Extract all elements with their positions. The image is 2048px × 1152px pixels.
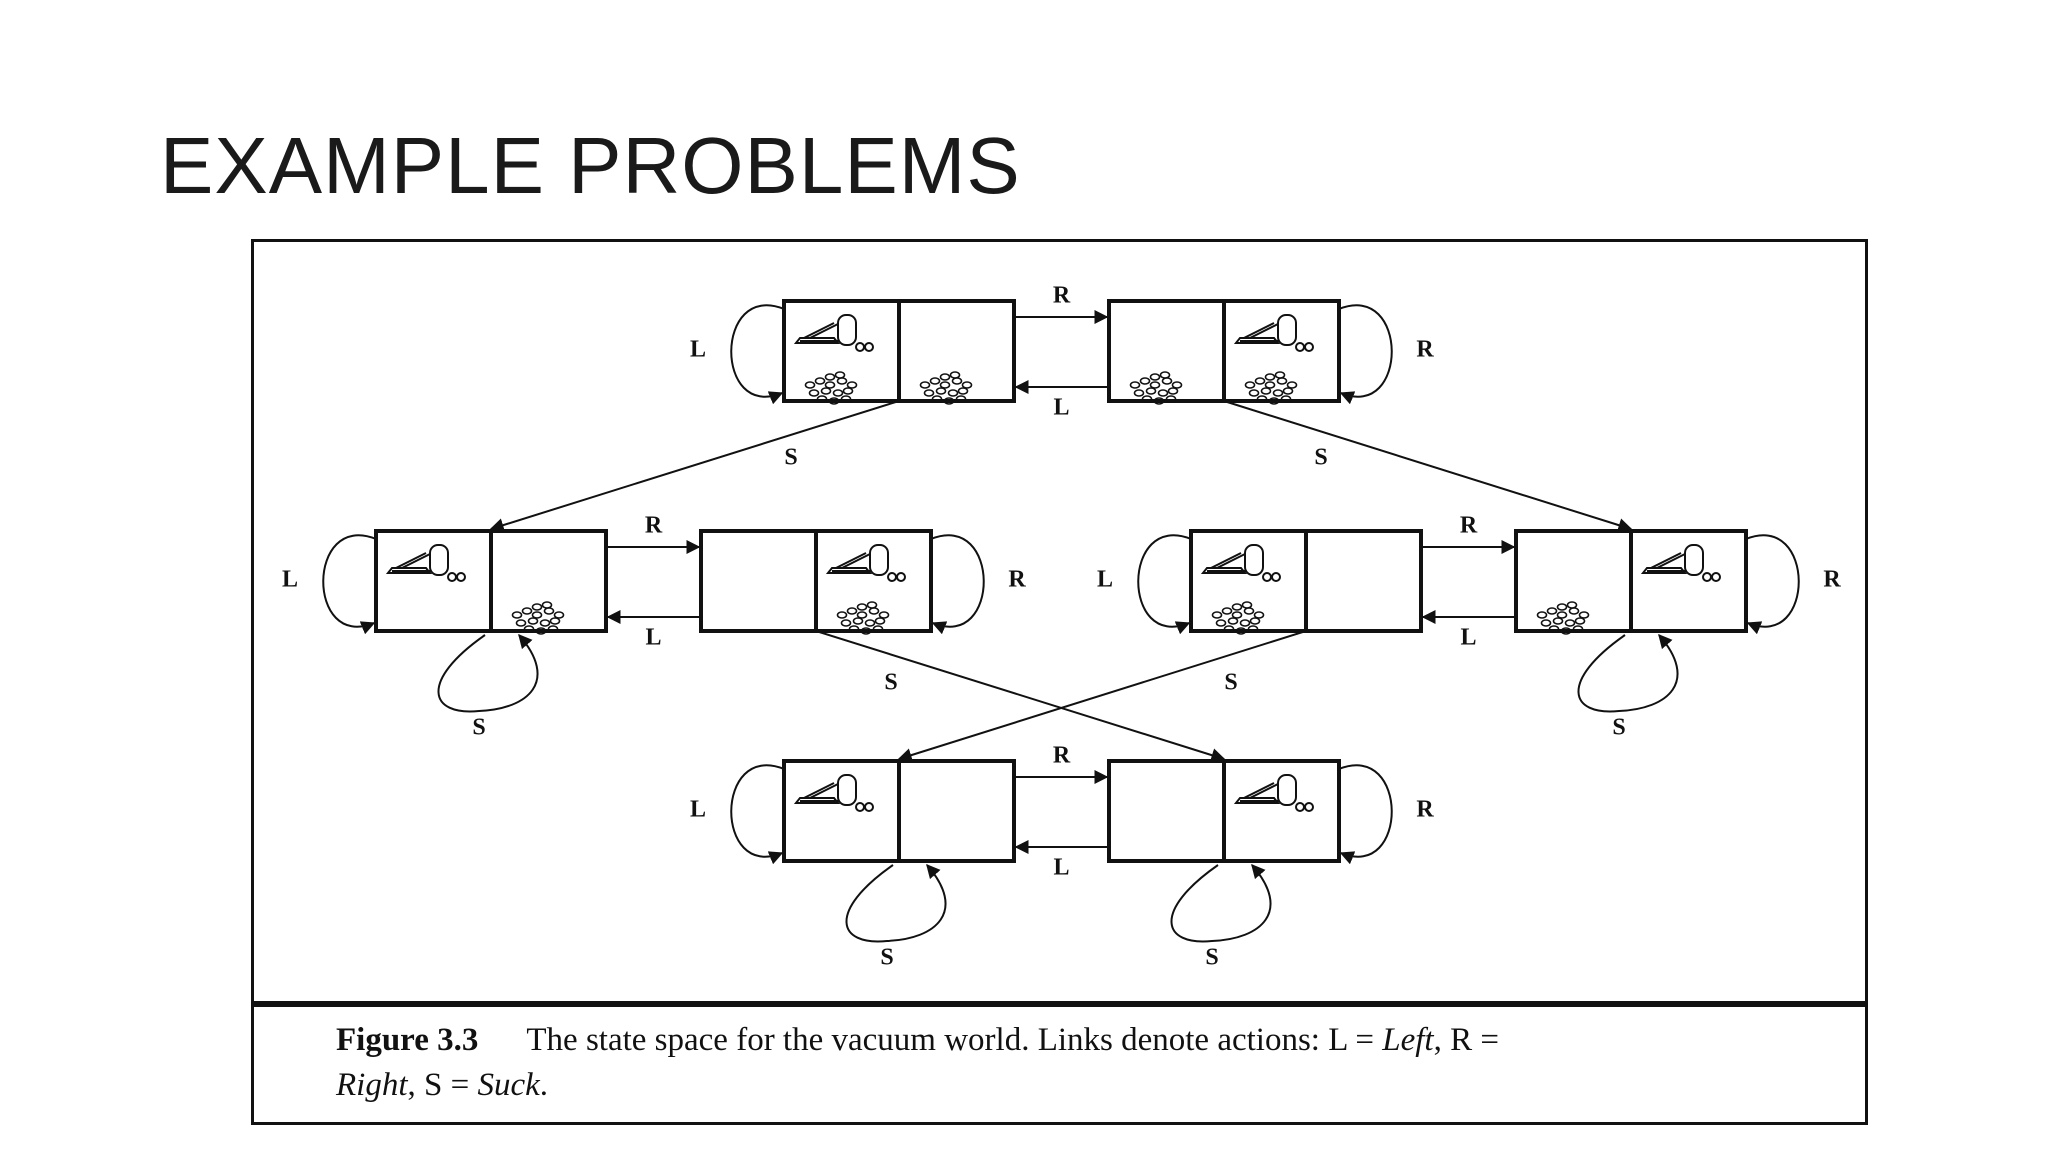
- caption-text-4: .: [539, 1067, 549, 1103]
- dirt-icon: [804, 371, 858, 405]
- edge-label: R: [1823, 567, 1841, 593]
- state-node: [699, 529, 933, 635]
- state-room-right: [1304, 529, 1423, 633]
- transition-loop: [1338, 304, 1393, 405]
- transition-loop: [1170, 863, 1272, 943]
- edge-label: S: [1612, 715, 1625, 741]
- transition-arrow: [897, 630, 1307, 762]
- edge-label: L: [1460, 625, 1476, 651]
- dirt-icon: [1244, 371, 1298, 405]
- dirt-icon: [1211, 601, 1265, 635]
- edge-label: L: [282, 567, 298, 593]
- state-nodes: [374, 299, 1748, 863]
- state-node: [782, 759, 1016, 863]
- caption-figure-number: Figure 3.3: [336, 1022, 479, 1058]
- edge-label: R: [1008, 567, 1026, 593]
- edge-label: S: [1205, 945, 1218, 971]
- dirt-icon: [919, 371, 973, 405]
- transition-loop: [730, 304, 785, 405]
- vacuum-icon: [1233, 774, 1314, 812]
- transition-arrow: [815, 630, 1226, 762]
- edge-label: L: [690, 337, 706, 363]
- dirt-icon: [836, 601, 890, 635]
- edge-label: S: [1314, 445, 1327, 471]
- transition-loop: [1137, 534, 1192, 635]
- edge-label: R: [1460, 513, 1478, 539]
- edge-label: L: [645, 625, 661, 651]
- figure-border: [251, 239, 1868, 1125]
- state-room-right: [1222, 299, 1341, 403]
- transition-arrow: [1223, 400, 1633, 532]
- vacuum-icon: [1233, 314, 1314, 352]
- transition-loop: [1745, 534, 1800, 635]
- state-room-right: [489, 529, 608, 633]
- transition-loop: [1338, 764, 1393, 865]
- caption-text-3: , S =: [407, 1067, 478, 1103]
- caption-text-1: The state space for the vacuum world. Li…: [526, 1022, 1383, 1058]
- state-node: [1107, 759, 1341, 863]
- vacuum-icon: [1640, 544, 1721, 582]
- edge-label: R: [645, 513, 663, 539]
- vacuum-icon: [1200, 544, 1281, 582]
- slide-title: EXAMPLE PROBLEMS: [160, 121, 1021, 210]
- transition-loop: [1577, 633, 1679, 713]
- edge-label: R: [1053, 743, 1071, 769]
- vacuum-icon: [385, 544, 466, 582]
- figure-caption: Figure 3.3 The state space for the vacuum…: [336, 1018, 1836, 1108]
- edge-label: L: [1053, 395, 1069, 421]
- transition-loop: [930, 534, 985, 635]
- transition-loop: [322, 534, 377, 635]
- transition-loop: [845, 863, 947, 943]
- edge-label: S: [784, 445, 797, 471]
- edge-label: S: [472, 715, 485, 741]
- state-room-right: [1222, 759, 1341, 863]
- vacuum-icon: [793, 314, 874, 352]
- state-room-left: [1107, 759, 1226, 863]
- edge-label: R: [1053, 283, 1071, 309]
- edge-label: L: [690, 797, 706, 823]
- state-room-left: [1514, 529, 1633, 633]
- transition-edges: [322, 304, 1800, 943]
- edge-label: S: [884, 670, 897, 696]
- caption-right-word: Right: [336, 1067, 408, 1103]
- dirt-icon: [1536, 601, 1590, 635]
- transition-loop: [437, 633, 539, 713]
- state-room-left: [699, 529, 818, 633]
- dirt-icon: [1129, 371, 1183, 405]
- figure-panel: R L R L R L R L L L L L R R R R S S S S S S S S: [251, 239, 1868, 1125]
- vacuum-icon: [793, 774, 874, 812]
- state-room-left: [1107, 299, 1226, 403]
- caption-left-word: Left: [1382, 1022, 1434, 1058]
- state-room-right: [897, 299, 1016, 403]
- state-node: [374, 529, 608, 635]
- dirt-icon: [511, 601, 565, 635]
- edge-label: R: [1416, 797, 1434, 823]
- edge-label: S: [1224, 670, 1237, 696]
- state-room-right: [897, 759, 1016, 863]
- state-node: [1514, 529, 1748, 635]
- edge-label: S: [880, 945, 893, 971]
- vacuum-icon: [825, 544, 906, 582]
- transition-arrow: [489, 400, 900, 532]
- edge-label: L: [1097, 567, 1113, 593]
- edge-label: R: [1416, 337, 1434, 363]
- edge-labels: R L R L R L R L L L L L R R R R S S S S S S S S: [282, 283, 1841, 971]
- transition-loop: [730, 764, 785, 865]
- state-node: [1189, 529, 1423, 635]
- state-space-diagram: R L R L R L R L L L L L R R R R S S S S S S S S: [251, 239, 1868, 1125]
- caption-suck-word: Suck: [477, 1067, 540, 1103]
- state-node: [1107, 299, 1341, 405]
- state-node: [782, 299, 1016, 405]
- edge-label: L: [1053, 855, 1069, 881]
- caption-text-2: , R =: [1433, 1022, 1499, 1058]
